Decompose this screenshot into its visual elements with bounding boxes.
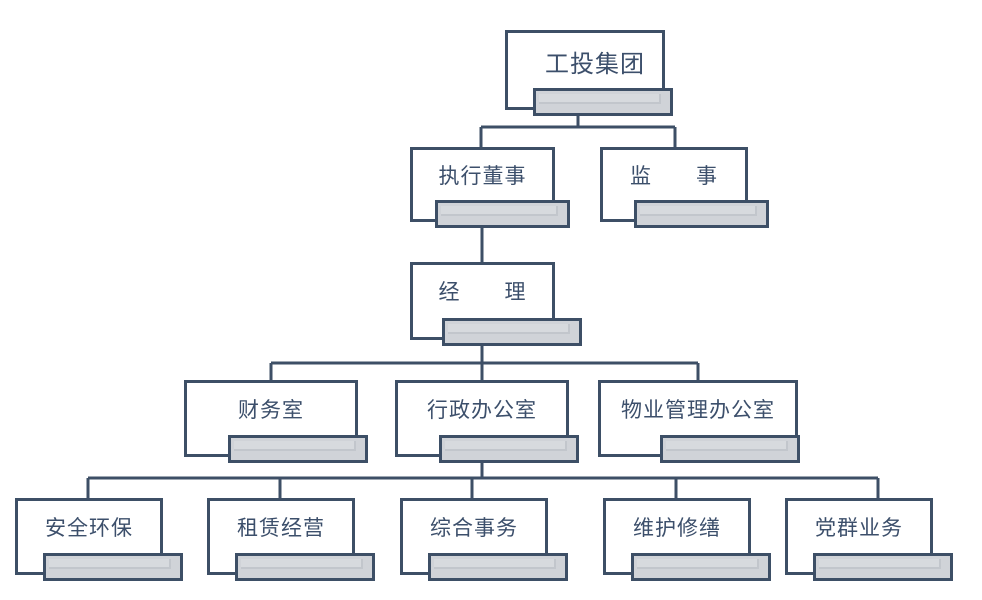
node-label: 党群业务 bbox=[815, 516, 903, 540]
node-shadow-bar-highlight bbox=[241, 559, 363, 569]
org-node-n6[interactable]: 行政办公室 bbox=[395, 380, 590, 467]
node-shadow-bar-highlight bbox=[448, 324, 570, 334]
node-shadow-bar bbox=[428, 553, 568, 581]
node-shadow-bar bbox=[43, 553, 183, 581]
node-shadow-bar bbox=[660, 435, 800, 463]
node-shadow-bar-highlight bbox=[434, 559, 556, 569]
node-shadow-bar bbox=[235, 553, 375, 581]
node-shadow-bar bbox=[439, 435, 579, 463]
node-shadow-bar bbox=[435, 200, 570, 228]
node-shadow-bar-highlight bbox=[49, 559, 171, 569]
node-shadow-bar-highlight bbox=[441, 206, 558, 216]
node-label: 安全环保 bbox=[45, 516, 133, 540]
node-shadow-bar bbox=[442, 318, 582, 346]
node-shadow-bar bbox=[813, 553, 953, 581]
node-label: 经 理 bbox=[438, 280, 527, 304]
node-shadow-bar bbox=[533, 88, 673, 116]
org-node-n12[interactable]: 党群业务 bbox=[785, 498, 953, 585]
node-shadow-bar bbox=[634, 200, 769, 228]
org-node-n2[interactable]: 执行董事 bbox=[410, 147, 575, 232]
org-node-n3[interactable]: 监 事 bbox=[600, 147, 770, 232]
node-shadow-bar-highlight bbox=[666, 441, 788, 451]
org-node-n10[interactable]: 综合事务 bbox=[400, 498, 568, 585]
node-shadow-bar-highlight bbox=[539, 94, 661, 104]
node-shadow-bar bbox=[228, 435, 368, 463]
node-label: 维护修缮 bbox=[633, 516, 721, 540]
node-label: 租赁经营 bbox=[237, 516, 325, 540]
org-node-n11[interactable]: 维护修缮 bbox=[603, 498, 771, 585]
org-node-n8[interactable]: 安全环保 bbox=[15, 498, 183, 585]
node-label: 财务室 bbox=[238, 398, 304, 422]
node-label: 监 事 bbox=[630, 164, 718, 188]
node-shadow-bar-highlight bbox=[819, 559, 941, 569]
node-shadow-bar-highlight bbox=[637, 559, 759, 569]
node-shadow-bar-highlight bbox=[234, 441, 356, 451]
org-node-n7[interactable]: 物业管理办公室 bbox=[598, 380, 820, 467]
node-label: 综合事务 bbox=[430, 516, 518, 540]
node-shadow-bar-highlight bbox=[640, 206, 757, 216]
node-label: 执行董事 bbox=[438, 164, 527, 188]
org-node-n9[interactable]: 租赁经营 bbox=[207, 498, 375, 585]
node-label: 行政办公室 bbox=[427, 398, 537, 422]
org-node-n4[interactable]: 经 理 bbox=[410, 262, 582, 350]
node-label: 物业管理办公室 bbox=[621, 398, 775, 422]
org-node-n1[interactable]: 工投集团 bbox=[505, 30, 685, 120]
node-shadow-bar bbox=[631, 553, 771, 581]
node-label: 工投集团 bbox=[545, 49, 645, 78]
node-shadow-bar-highlight bbox=[445, 441, 567, 451]
org-node-n5[interactable]: 财务室 bbox=[184, 380, 379, 467]
